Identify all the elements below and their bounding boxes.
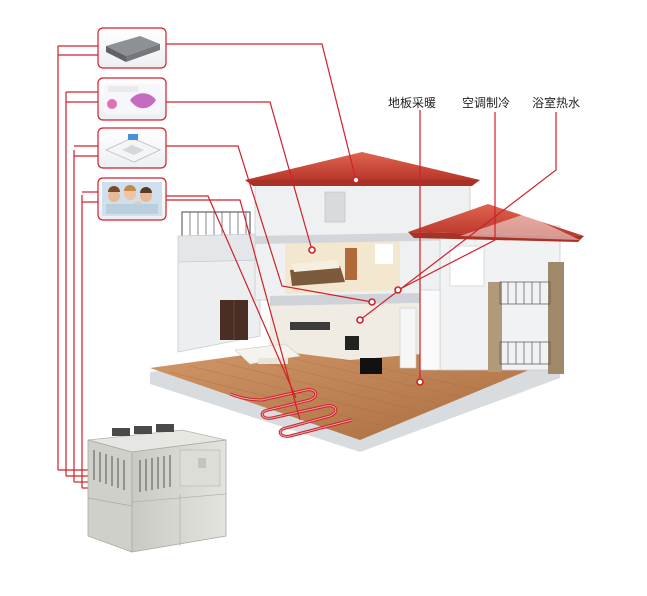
stone-pillar: [548, 262, 564, 374]
stone-pillar-front: [488, 282, 502, 372]
connector-dots: [308, 176, 424, 386]
heat-pump-outdoor-unit-icon: [87, 424, 227, 553]
thumbnail-ducted-ac: [97, 27, 167, 69]
main-roof: [245, 152, 480, 180]
label-air-conditioning: 空调制冷: [462, 96, 511, 110]
sofa: [234, 343, 301, 365]
family-photo-icon: [102, 182, 162, 216]
tv-cabinet: [290, 322, 330, 330]
label-floor-heating: 地板采暖: [388, 96, 437, 110]
house-illustration: [150, 152, 584, 452]
thumbnail-wall-ac: [97, 77, 167, 121]
label-bath-hot-water: 浴室热水: [532, 96, 581, 110]
wall-mounted-ac-icon: [104, 84, 160, 114]
ducted-ac-unit-icon: [106, 36, 160, 62]
tv-screen: [360, 358, 382, 374]
thumbnail-family: [97, 177, 167, 221]
outdoor-heat-pump-unit: [87, 424, 227, 553]
cassette-ac-icon: [105, 134, 161, 163]
thumbnail-cassette-ac: [97, 127, 167, 169]
connector-lines: [57, 43, 557, 489]
water-tank: [419, 289, 441, 371]
